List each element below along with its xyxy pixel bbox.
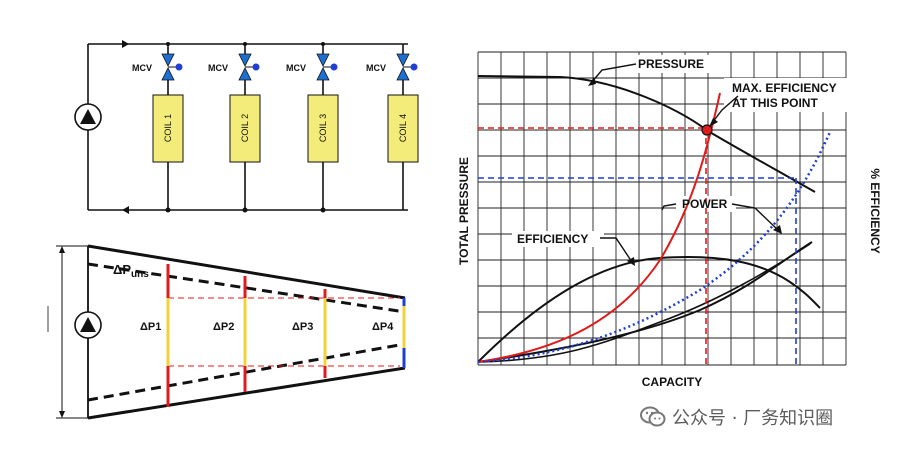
watermark-text: 公众号 · 厂务知识圈: [672, 408, 834, 429]
x-axis-label: CAPACITY: [642, 375, 702, 389]
coil-3: COIL 3: [307, 94, 339, 163]
coil-4: COIL 4: [387, 94, 419, 163]
coil-label: COIL 1: [163, 114, 173, 142]
junction-dots: [165, 42, 326, 213]
y-axis-right-label: % EFFICIENCY: [868, 168, 882, 253]
power-curve: [477, 241, 813, 363]
efficiency-label: EFFICIENCY: [517, 232, 588, 246]
dp-uns-label: ΔPuns: [113, 262, 149, 280]
wechat-icon: [640, 406, 666, 428]
coil-2: COIL 2: [229, 94, 261, 163]
max-efficiency-label: MAX. EFFICIENCY: [732, 81, 837, 95]
max-efficiency-label: AT THIS POINT: [732, 96, 818, 110]
pressure-label: PRESSURE: [638, 57, 704, 71]
valve-icon: [316, 53, 338, 81]
dp-label: ΔP3: [292, 321, 313, 333]
valve-icon: [238, 53, 260, 81]
pump-icon: [74, 103, 102, 131]
blue-dotted-curve: [477, 131, 832, 364]
coil-label: COIL 2: [240, 114, 250, 142]
mcv-label: MCV: [286, 63, 306, 73]
mcv-label: MCV: [366, 63, 386, 73]
power-label: POWER: [682, 197, 728, 211]
valve-icon: [396, 53, 418, 81]
pressure-profile: [47, 244, 406, 420]
pump-curve-chart: [477, 51, 854, 366]
mcv-label: MCV: [208, 63, 228, 73]
dp-label: ΔP1: [140, 321, 161, 333]
valve-icon: [161, 53, 183, 81]
coil-label: COIL 4: [398, 114, 408, 142]
system-curve: [477, 243, 811, 363]
watermark: 公众号 · 厂务知识圈: [640, 404, 833, 430]
red-system-curve: [477, 92, 721, 363]
dp-label: ΔP2: [213, 321, 234, 333]
dp-label: ΔP4: [372, 321, 394, 333]
max-efficiency-point: [701, 124, 713, 136]
y-axis-label: TOTAL PRESSURE: [457, 157, 471, 265]
piping-circuit: [87, 40, 408, 214]
mcv-label: MCV: [132, 63, 152, 73]
coil-label: COIL 3: [318, 114, 328, 142]
pump-icon: [74, 311, 102, 339]
coil-1: COIL 1: [152, 94, 184, 163]
efficiency-curve: [477, 256, 821, 363]
